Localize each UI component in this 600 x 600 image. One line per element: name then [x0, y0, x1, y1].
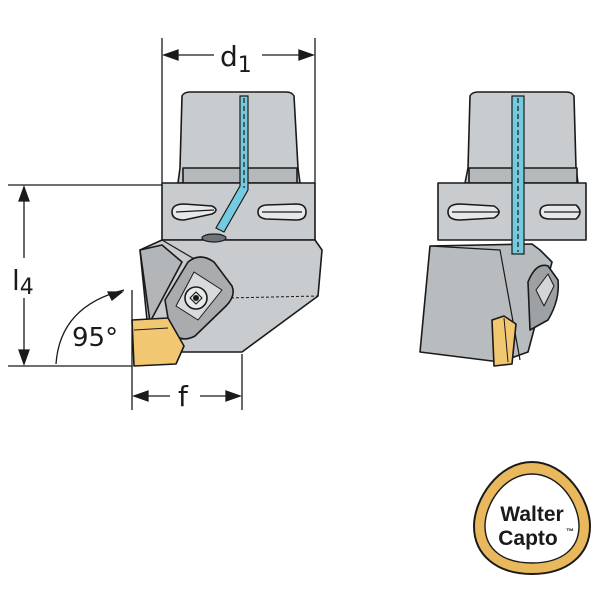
coolant-channel-right [511, 95, 525, 255]
dim-l4-label: l4 [12, 264, 34, 300]
flange-slot-left [171, 203, 217, 221]
logo-line1: Walter [500, 503, 563, 526]
dim-f-label: f [178, 380, 189, 413]
logo-line2: Capto [498, 527, 558, 550]
coolant-channel-left [201, 95, 249, 243]
side-insert [491, 315, 517, 367]
dimension-lines [8, 38, 316, 410]
head-lower-face [139, 244, 183, 323]
walter-capto-logo: Walter Capto ™ [472, 460, 592, 576]
dim-angle-label: 95° [72, 323, 118, 353]
logo-trademark: ™ [566, 527, 574, 536]
cutting-insert [131, 317, 185, 367]
side-view [419, 91, 587, 367]
front-view [131, 91, 323, 367]
capto-shank [177, 91, 301, 184]
dim-d1-label: d1 [220, 40, 252, 78]
